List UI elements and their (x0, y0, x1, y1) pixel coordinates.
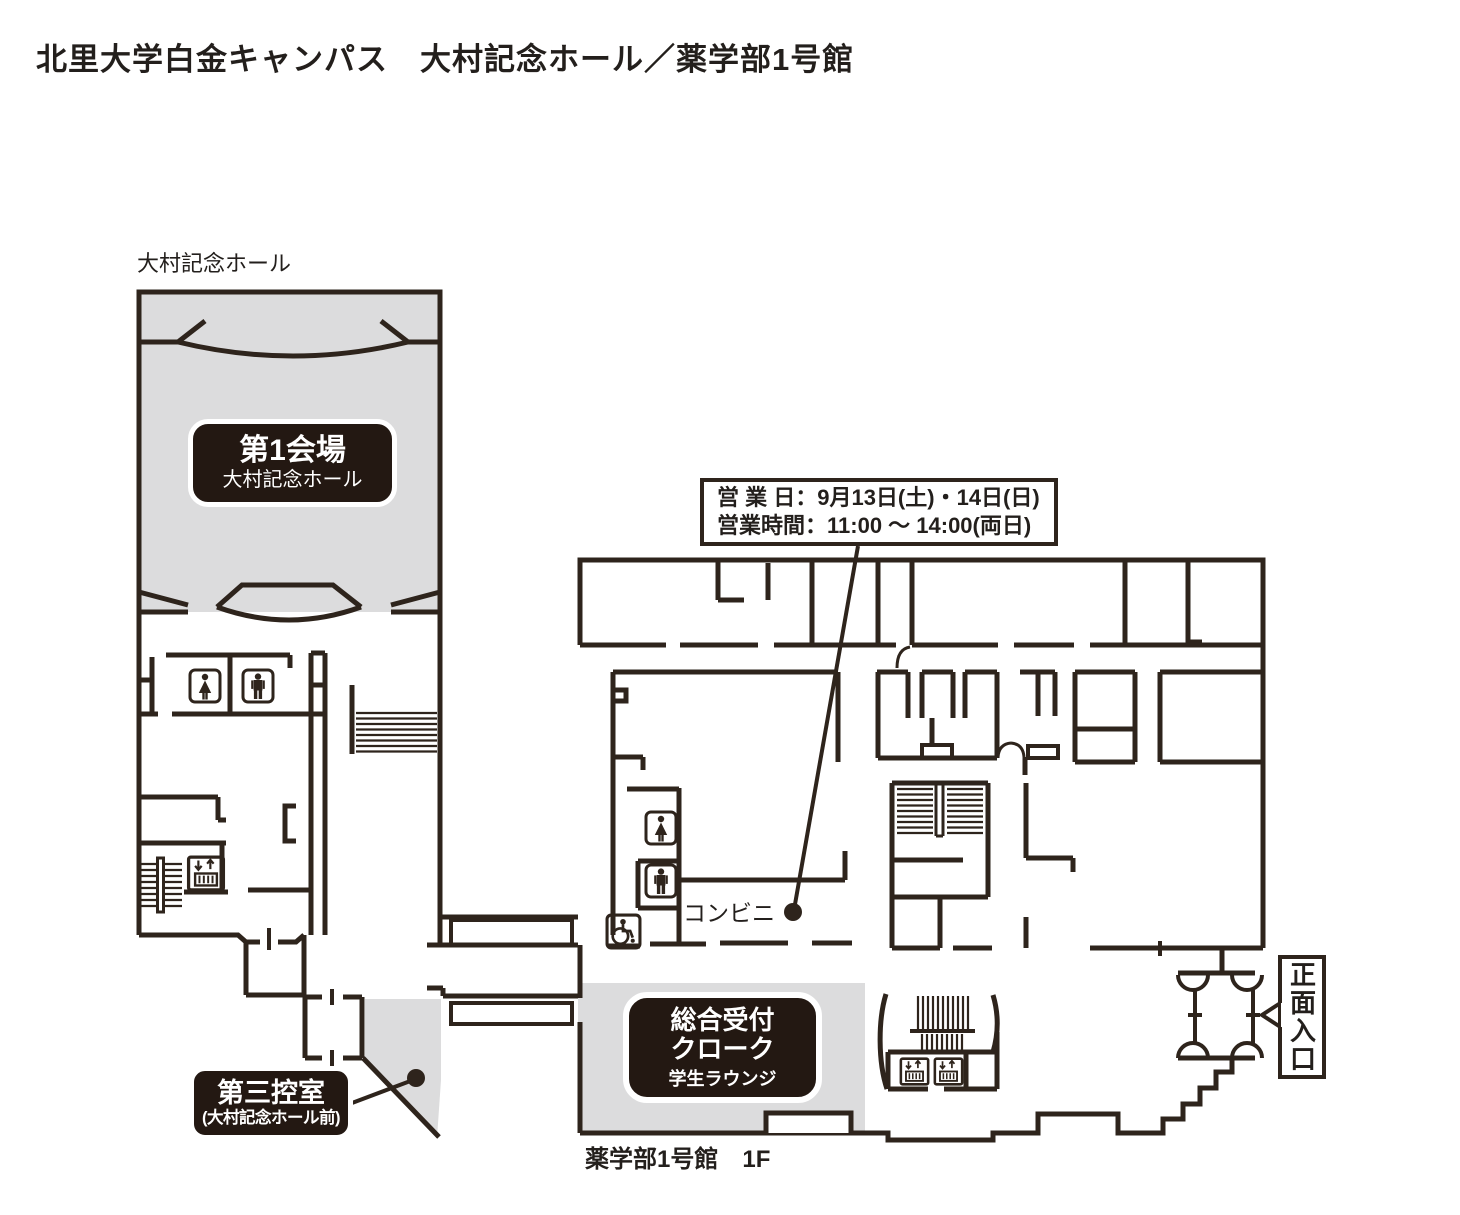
lounge-porch (763, 1110, 854, 1133)
hall-name-label: 大村記念ホール (137, 251, 292, 276)
female-restroom-icon (188, 668, 222, 704)
reception-badge: 総合受付 クローク 学生ラウンジ (623, 992, 822, 1103)
male-restroom-icon (241, 668, 275, 704)
waiting-room-leader-line (351, 1069, 425, 1105)
elevator-icon (899, 1057, 930, 1086)
omura-hall-building (136, 289, 443, 1139)
shop-hours-time: 営業時間：11:00 ～ 14:00(両日) (717, 513, 1032, 538)
hall-restrooms (139, 652, 325, 717)
female-restroom-icon (644, 810, 678, 846)
pharmacy-building (577, 557, 1266, 1143)
reception-badge-line1: 総合受付 (670, 1004, 775, 1035)
male-restroom-icon (644, 863, 678, 899)
middle-rooms (613, 669, 1263, 775)
shop-hours-days: 営 業 日：9月13日(土)・14日(日) (717, 485, 1040, 510)
hall-stairs-upper (349, 685, 437, 754)
main-entrance-doors (1176, 948, 1326, 1079)
waiting-room-badge-subtitle: (大村記念ホール前) (202, 1109, 341, 1127)
west-rooms (605, 672, 682, 950)
pharmacy-building-label: 薬学部1号館 1F (585, 1146, 771, 1173)
waiting-room-area (365, 999, 441, 1138)
venue1-badge-title: 第1会場 (239, 434, 346, 467)
venue1-badge: 第1会場 大村記念ホール (188, 419, 397, 507)
hall-stairs-lower (140, 856, 182, 914)
waiting-room-badge-title: 第三控室 (217, 1078, 325, 1108)
stage-outline (138, 582, 441, 623)
venue1-badge-subtitle: 大村記念ホール (222, 469, 363, 491)
reception-badge-line2: クローク (670, 1033, 775, 1064)
hall-lower-block (139, 794, 311, 914)
convenience-store-label: コンビニ (683, 900, 775, 926)
elevator-icon (186, 855, 226, 892)
page-title: 北里大学白金キャンパス 大村記念ホール／薬学部1号館 (36, 42, 855, 77)
central-stairwell (889, 780, 992, 951)
entrance-callout-bubble (1258, 955, 1326, 1079)
connecting-walkways (427, 914, 578, 1026)
waiting-room-badge: 第三控室 (大村記念ホール前) (189, 1066, 353, 1140)
south-stairs-elevators (877, 993, 1000, 1092)
reception-badge-line3: 学生ラウンジ (668, 1068, 777, 1089)
shop-leader-line (784, 545, 860, 921)
hall-south-entry (139, 928, 441, 1139)
north-rooms (580, 560, 1263, 669)
main-entrance-label: 正面入口 (1286, 961, 1317, 1073)
shop-room (608, 851, 852, 949)
elevator-icon (933, 1057, 964, 1086)
shop-hours-box: 営 業 日：9月13日(土)・14日(日) 営業時間：11:00 ～ 14:00… (700, 478, 1058, 546)
